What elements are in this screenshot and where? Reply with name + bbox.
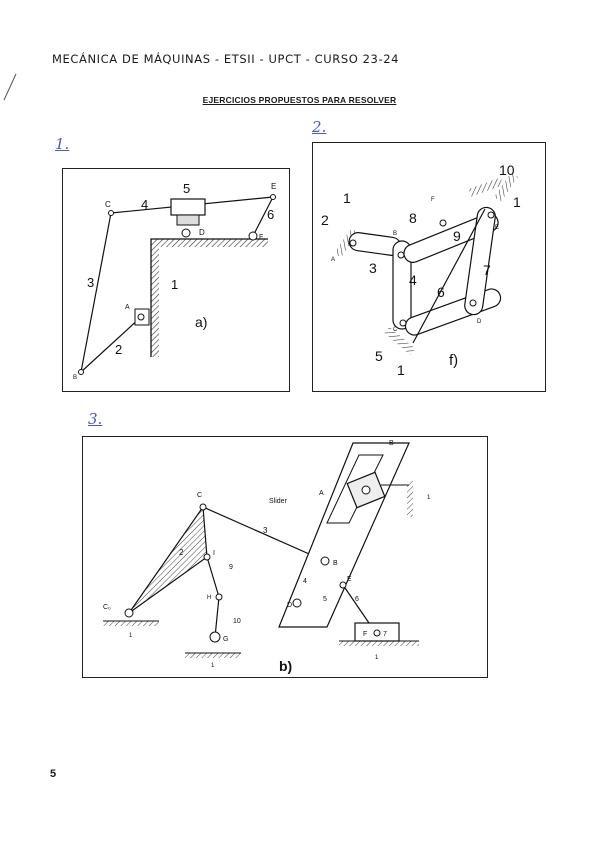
label-d: D [287,602,292,609]
link-5: 5 [183,181,190,196]
label-b: B [73,375,77,381]
link-9: 9 [453,228,461,244]
figure-3: B C Slider A 1 1 1 1 3 2 I 9 H 10 G C₀ B… [82,436,488,678]
label-c: C [197,492,202,499]
label-d: D [477,319,482,325]
label-f: F [259,234,263,241]
section-subtitle: EJERCICIOS PROPUESTOS PARA RESOLVER [202,95,397,105]
figure-caption-1: a) [195,314,207,330]
link-4: 4 [141,197,148,212]
label-f: F [363,631,367,638]
label-g: G [223,636,228,643]
link-9: 9 [229,564,233,571]
label-b: B [393,231,397,237]
link-1-b: 1 [129,633,133,639]
problem-number-3: 3. [88,410,103,428]
label-slider: Slider [269,498,288,505]
label-f: F [431,197,435,203]
link-3: 3 [87,275,94,290]
label-e: E [347,576,352,583]
link-8: 8 [409,210,417,226]
link-6: 6 [437,284,445,300]
label-a: A [125,304,130,311]
link-10: 10 [499,162,515,178]
link-1: 1 [171,277,178,292]
label-b-top: B [389,440,394,447]
label-c: C [393,327,398,333]
label-c: C [105,200,111,209]
figure-caption-3: b) [279,658,292,674]
link-1-b: 1 [513,194,521,210]
mechanism-diagram-3: B C Slider A 1 1 1 1 3 2 I 9 H 10 G C₀ B… [103,440,431,674]
figure-1: C E D F A B 1 2 3 4 5 6 a) [62,168,290,392]
link-3: 3 [369,260,377,276]
link-6: 6 [355,596,359,603]
mechanism-diagram-1: C E D F A B 1 2 3 4 5 6 a) [73,181,276,381]
page-number: 5 [50,768,57,780]
label-h: H [207,595,211,601]
link-1-a: 1 [427,495,431,501]
margin-mark [3,73,17,101]
problem-number-2: 2. [312,118,327,136]
link-10: 10 [233,618,241,625]
link-6: 6 [267,207,274,222]
link-2: 2 [179,548,184,557]
link-1-c: 1 [211,663,215,669]
link-2: 2 [321,212,329,228]
link-5: 5 [323,596,327,603]
page-header: MECÁNICA DE MÁQUINAS - ETSII - UPCT - CU… [52,52,400,66]
label-a: A [331,257,335,263]
link-3: 3 [263,526,268,535]
link-1-c: 1 [397,362,405,378]
label-a: A [319,490,324,497]
label-e: E [271,182,276,191]
link-1-d: 1 [375,655,379,661]
link-7: 7 [383,631,387,638]
mechanism-diagram-2: 1 1 1 2 3 4 5 6 7 8 9 10 A B C D E F f) [321,162,521,378]
label-c0: C₀ [103,604,111,611]
label-b: B [333,560,338,567]
link-4: 4 [409,272,417,288]
label-e: E [495,225,499,231]
link-2: 2 [115,342,122,357]
link-4: 4 [303,578,307,585]
label-i: I [213,550,215,557]
link-7: 7 [483,262,491,278]
link-1-a: 1 [343,190,351,206]
figure-caption-2: f) [449,352,458,369]
problem-number-1: 1. [55,135,70,153]
link-5: 5 [375,348,383,364]
label-d: D [199,228,205,237]
figure-2: 1 1 1 2 3 4 5 6 7 8 9 10 A B C D E F f) [312,142,546,392]
